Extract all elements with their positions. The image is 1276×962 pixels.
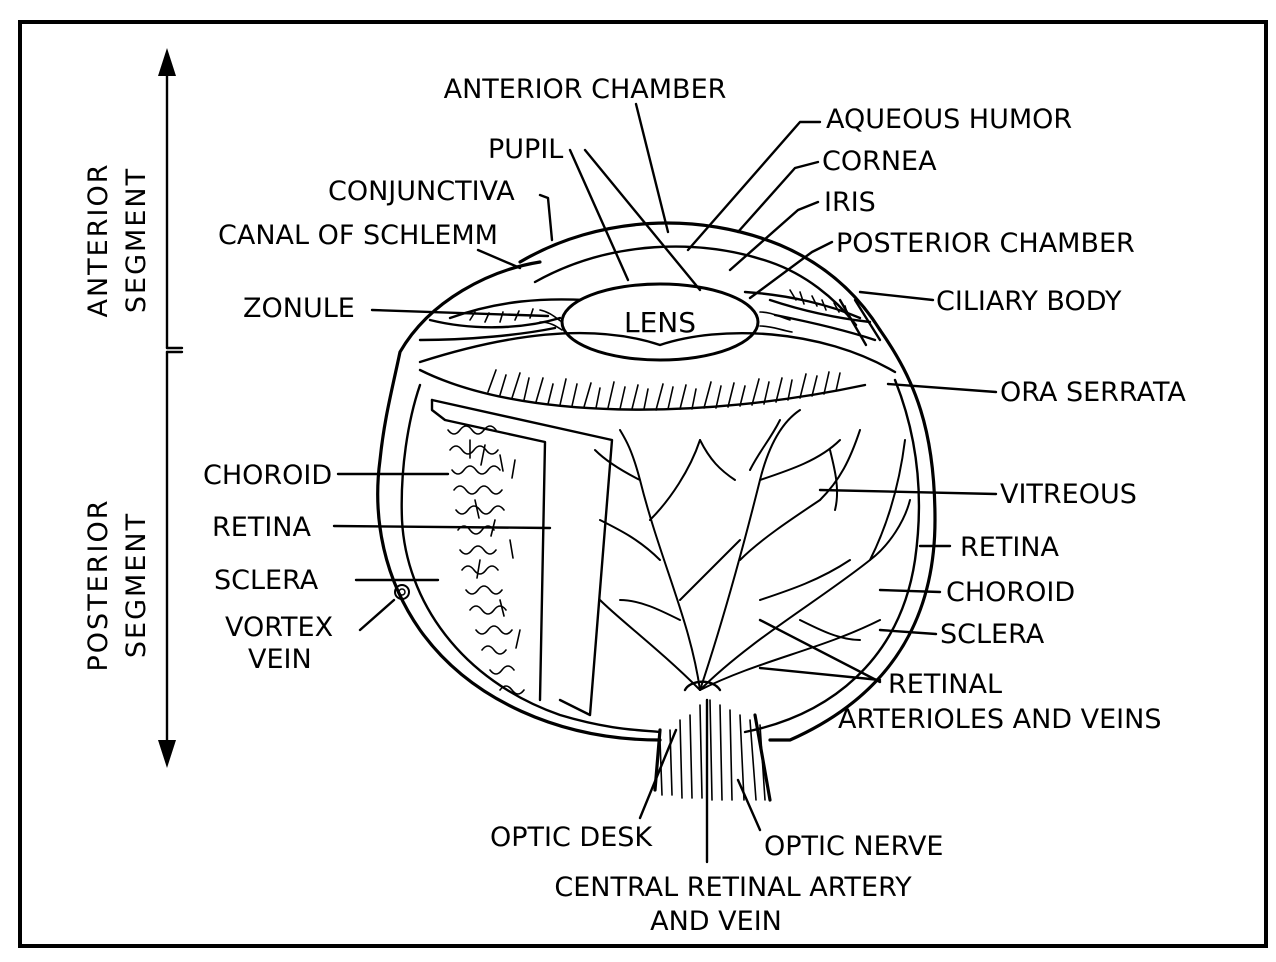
label-ciliary-body: CILIARY BODY	[936, 286, 1122, 317]
label-retina-right: RETINA	[960, 532, 1059, 563]
leader-anterior-chamber	[636, 104, 668, 232]
label-anterior-chamber: ANTERIOR CHAMBER	[444, 74, 727, 105]
anterior-segment-label: ANTERIOR SEGMENT	[83, 163, 152, 318]
label-vortex-vein-line-1: VORTEX	[225, 612, 333, 643]
labels: ANTERIOR CHAMBER AQUEOUS HUMOR PUPIL COR…	[203, 74, 1186, 937]
lens-label: LENS	[624, 306, 696, 339]
label-vitreous: VITREOUS	[1000, 479, 1137, 510]
label-zonule: ZONULE	[243, 293, 355, 324]
label-optic-nerve: OPTIC NERVE	[764, 831, 944, 862]
label-central-retinal-line-2: AND VEIN	[650, 906, 782, 937]
leader-sclera-right	[880, 630, 936, 634]
leader-vitreous	[820, 490, 996, 494]
leader-optic-nerve	[738, 780, 760, 830]
label-canal-of-schlemm: CANAL OF SCHLEMM	[218, 220, 498, 251]
label-retinal-vessels-line-1: RETINAL	[888, 669, 1002, 700]
leader-choroid-right	[880, 590, 940, 592]
label-retinal-vessels-line-2: ARTERIOLES AND VEINS	[838, 704, 1162, 735]
ciliary-left	[420, 318, 560, 340]
label-optic-desk: OPTIC DESK	[490, 822, 653, 853]
leader-canal-schlemm	[478, 250, 520, 268]
retinal-vessels	[595, 410, 910, 690]
optic-nerve-fibers	[660, 700, 765, 800]
leader-cornea	[738, 162, 818, 232]
label-conjunctiva: CONJUNCTIVA	[328, 176, 515, 207]
label-central-retinal-line-1: CENTRAL RETINAL ARTERY	[554, 872, 912, 903]
posterior-segment-line-1: POSTERIOR	[83, 499, 114, 672]
label-ora-serrata: ORA SERRATA	[1000, 377, 1186, 408]
label-iris: IRIS	[824, 187, 876, 218]
label-retina-left: RETINA	[212, 512, 311, 543]
leader-pupil-a	[570, 150, 628, 280]
label-vortex-vein-line-2: VEIN	[248, 644, 312, 675]
posterior-segment-label: POSTERIOR SEGMENT	[83, 499, 152, 672]
sclera-inner	[402, 380, 919, 732]
anterior-segment-line-2: SEGMENT	[121, 167, 152, 313]
label-sclera-right: SCLERA	[940, 619, 1045, 650]
label-choroid-left: CHOROID	[203, 460, 332, 491]
anterior-segment-bracket	[158, 48, 182, 348]
label-cornea: CORNEA	[822, 146, 937, 177]
leader-ora-serrata	[888, 384, 996, 392]
leader-ciliary-body	[860, 292, 933, 300]
leader-vortex-vein	[360, 600, 394, 630]
posterior-segment-bracket	[158, 352, 182, 768]
anterior-segment-line-1: ANTERIOR	[83, 163, 114, 318]
label-choroid-right: CHOROID	[946, 577, 1075, 608]
label-sclera-left: SCLERA	[214, 565, 319, 596]
leader-aqueous-humor	[688, 122, 820, 250]
posterior-segment-line-2: SEGMENT	[121, 512, 152, 658]
label-posterior-chamber: POSTERIOR CHAMBER	[836, 228, 1135, 259]
leader-retina-left	[334, 526, 550, 528]
cutaway-edge	[432, 400, 545, 700]
ora-serrata-line	[420, 370, 865, 410]
label-aqueous-humor: AQUEOUS HUMOR	[826, 104, 1072, 135]
leader-iris	[730, 202, 818, 270]
leader-conjunctiva	[540, 195, 552, 240]
choroid-texture	[448, 426, 524, 694]
label-pupil: PUPIL	[488, 134, 563, 165]
